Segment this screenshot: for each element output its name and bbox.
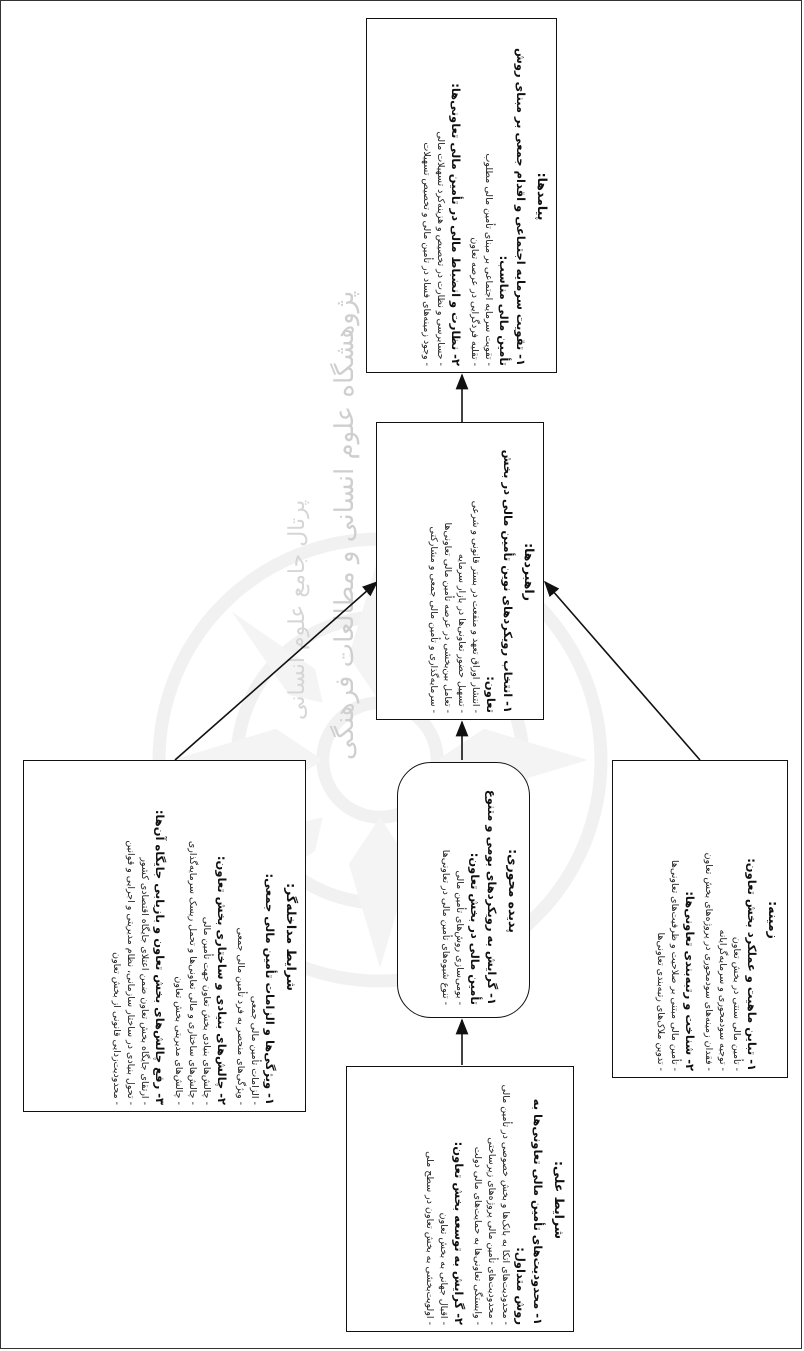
outcome-item-heading: ۱- تقویت سرمایه اجتماعی و اقدام جمعی بر … bbox=[497, 47, 528, 366]
arrow-intervening-to-strategies bbox=[174, 580, 379, 761]
context-item-sub: - توجیه سودمحوری و سرمایه‌گرایانه bbox=[717, 929, 728, 1071]
intervening-item-sub: - چالش‌های مدیریتی بخش تعاون bbox=[173, 976, 184, 1105]
intervening-box: شرایط مداخله‌گر: ۱- ویژگی‌ها و الزامات ت… bbox=[23, 760, 306, 1112]
causal-item-sub: - محدودیت‌های اتکا به بانک‌ها و بخش خصوص… bbox=[500, 1084, 511, 1325]
causal-box: شرایط علی: ۱- محدودیت‌های تأمین مالی تعا… bbox=[346, 1066, 574, 1332]
strategy-item-heading: ۱- انتخاب رویکردهای نوین تأمین مالی در ب… bbox=[484, 449, 515, 713]
context-item-heading: ۱- تباین ماهیت و عملکرد بخش تعاون: bbox=[745, 858, 759, 1071]
strategies-title: راهبردها: bbox=[522, 543, 537, 601]
strategy-item-sub: - تسهیل حضور تعاونی‌ها در بازار سرمایه bbox=[456, 554, 467, 713]
outcome-item-sub: - حسابرسی و نظارت در تخصیص و هزینه‌کرد ت… bbox=[435, 131, 446, 366]
strategy-item-sub: - تعامل بین‌بخشی در عرصه تأمین مالی تعاو… bbox=[442, 522, 453, 713]
context-item-sub: - تدوین ملاک‌های رتبه‌بندی تعاونی‌ها bbox=[655, 932, 666, 1071]
causal-item-sub: - وابستگی تعاونی‌ها به حمایت‌های مالی دو… bbox=[472, 1146, 483, 1325]
causal-item-sub: - اقبال جهانی به بخش تعاون bbox=[438, 1212, 449, 1325]
context-item-sub: - تأمین مالی مبتنی بر صلاحیت و ظرفیت‌های… bbox=[669, 859, 680, 1071]
causal-title: شرایط علی: bbox=[552, 1160, 567, 1240]
causal-item-heading: ۱- محدودیت‌های تأمین مالی تعاونی‌ها به ر… bbox=[514, 1098, 545, 1325]
outcomes-box: پیامدها: ۱- تقویت سرمایه اجتماعی و اقدام… bbox=[366, 18, 557, 373]
context-box: زمینه: ۱- تباین ماهیت و عملکرد بخش تعاون… bbox=[612, 760, 788, 1078]
phenomenon-item-heading: ۱- گرایش به رویکردهای بومی و متنوع تأمین… bbox=[468, 789, 499, 1005]
outcome-item-sub: - تقویت سرمایه اجتماعی بر مبنای تأمین ما… bbox=[483, 153, 494, 366]
intervening-item-sub: - ارتقای جایگاه بخش تعاون ضمن اعتلای جای… bbox=[139, 857, 150, 1105]
context-item-sub: - فقدان زمینه‌های سودمحوری در پروژه‌های … bbox=[703, 852, 714, 1071]
context-item-heading: ۲- شناخت و رتبه‌بندی تعاونی‌ها: bbox=[683, 891, 697, 1071]
causal-item-heading: ۲- گرایش به توسعه بخش تعاون: bbox=[452, 1141, 466, 1325]
intervening-item-sub: - تحول بنیادی در ساختار سازمانی، نظام مد… bbox=[125, 840, 136, 1105]
intervening-item-sub: - محدودیت‌زدایی قانونی از بخش تعاون bbox=[111, 952, 122, 1105]
outcome-item-sub: - تقلیه فردگرایی در عرصه تعاون bbox=[469, 237, 480, 366]
strategy-item-sub: - سرمایه‌گذاری و تأمین مالی جمعی و مشارک… bbox=[428, 526, 439, 713]
intervening-title: شرایط مداخله‌گر: bbox=[284, 883, 299, 991]
intervening-item-sub: - الزامات تأمین مالی جمعی bbox=[249, 995, 260, 1105]
intervening-item-sub: - ویژگی‌های منحصر به فرد تأمین مالی جمعی bbox=[235, 927, 246, 1105]
intervening-item-sub: - چالش‌های بنیادی بخش تعاون جهت تأمین ما… bbox=[201, 916, 212, 1105]
intervening-item-sub: - چالش‌های ساختاری و مالی تعاونی‌ها و تح… bbox=[187, 840, 198, 1105]
context-title: زمینه: bbox=[766, 901, 781, 939]
intervening-item-heading: ۱- ویژگی‌ها و الزامات تأمین مالی جمعی: bbox=[263, 873, 277, 1105]
strategy-item-sub: - انتشار اوراق تعهد و منفعت در بستر قانو… bbox=[470, 500, 481, 713]
outcomes-title: پیامدها: bbox=[535, 172, 550, 221]
intervening-item-heading: ۲- چالش‌های بنیادی و ساختاری بخش تعاون: bbox=[215, 855, 229, 1105]
phenomenon-box: پدیده محوری: ۱- گرایش به رویکردهای بومی … bbox=[397, 762, 530, 1018]
context-item-sub: - تأمین مالی سنتی در بخش تعاون bbox=[731, 936, 742, 1071]
outcome-item-heading: ۲- نظارت و انضباط مالی در تأمین مالی تعا… bbox=[449, 83, 463, 366]
causal-item-sub: - اولویت‌بخشی به بخش تعاون در سطح ملی bbox=[424, 1151, 435, 1325]
outcome-item-sub: - وجود زمینه‌های فساد در تأمین مالی و تخ… bbox=[421, 142, 432, 366]
phenomenon-item-sub: - بومی‌سازی روش‌های تأمین مالی bbox=[454, 870, 465, 1005]
phenomenon-item-sub: - تنوع شیوه‌های تأمین مالی در تعاونی‌ها bbox=[440, 849, 451, 1005]
strategies-box: راهبردها: ۱- انتخاب رویکردهای نوین تأمین… bbox=[376, 422, 544, 720]
intervening-item-heading: ۳- رفع چالش‌های بخش تعاون و بازیابی جایگ… bbox=[153, 809, 167, 1105]
arrow-context-to-strategies bbox=[543, 580, 701, 761]
phenomenon-title: پدیده محوری: bbox=[506, 849, 521, 933]
causal-item-sub: - محدودیت‌های تأمین مالی پروژه‌های زیرسا… bbox=[486, 1137, 497, 1325]
